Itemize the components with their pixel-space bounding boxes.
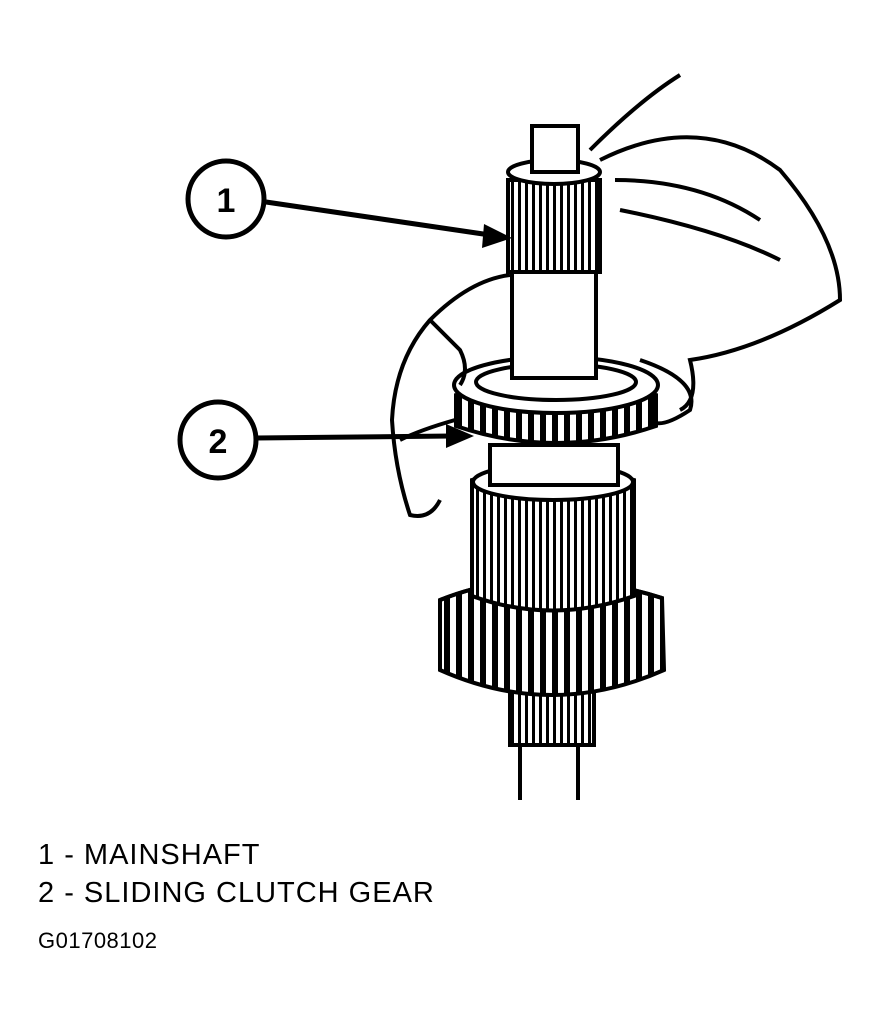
mainshaft-illustration: 1 2 <box>177 73 843 800</box>
legend-item-1: 1 - MAINSHAFT <box>38 839 261 871</box>
svg-text:2: 2 <box>209 423 228 461</box>
legend: 1 - MAINSHAFT 2 - SLIDING CLUTCH GEAR <box>38 836 435 912</box>
right-hand <box>588 73 843 426</box>
lower-shaft <box>508 688 596 800</box>
leader-arrow-2 <box>255 424 474 448</box>
figure-id: G01708102 <box>38 928 158 953</box>
splined-hub <box>470 443 636 613</box>
callout-1: 1 <box>185 158 267 240</box>
svg-text:1: 1 <box>217 182 236 220</box>
callout-2: 2 <box>177 399 259 481</box>
leader-arrow-1 <box>265 199 512 248</box>
legend-item-2: 2 - SLIDING CLUTCH GEAR <box>38 877 435 909</box>
upper-shaft <box>506 124 602 380</box>
